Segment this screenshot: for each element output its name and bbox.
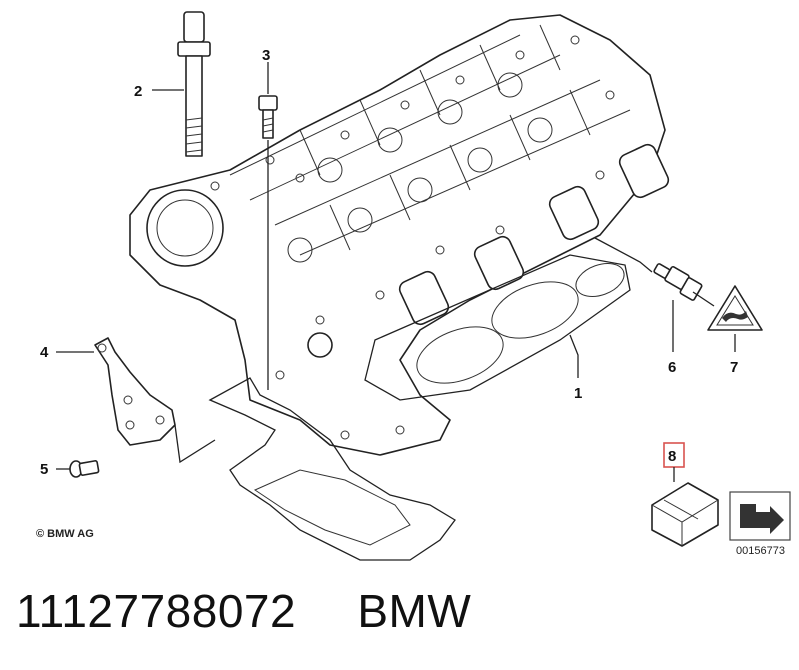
brand-name: BMW [357,585,472,637]
callout-5: 5 [40,461,48,478]
part-number: 11127788072 [16,585,297,637]
document-number: 00156773 [736,545,785,557]
callout-6: 6 [668,359,676,376]
callout-4: 4 [40,344,49,361]
part-8-small-parts-box [651,482,719,547]
lower-gasket [208,377,456,561]
parts-diagram: 2 3 4 5 1 6 [36,11,791,561]
head-gasket [364,254,631,401]
part-6-temperature-sensor [594,237,703,352]
callout-1: 1 [574,385,582,402]
footer-caption: 11127788072 BMW [16,584,471,654]
next-page-arrow-icon [729,491,791,541]
callout-7: 7 [730,359,738,376]
cylinder-head [129,14,670,456]
callout-8: 8 [668,448,676,465]
callout-3: 3 [262,47,270,64]
part-3-bolt [258,62,278,390]
part-4-bracket [56,337,216,464]
callout-2: 2 [134,83,142,100]
leader-1 [569,334,579,378]
part-5-screw [56,460,100,478]
warning-triangle-icon [692,285,763,352]
part-2-head-bolt [152,11,211,157]
copyright-label: © BMW AG [36,528,94,540]
